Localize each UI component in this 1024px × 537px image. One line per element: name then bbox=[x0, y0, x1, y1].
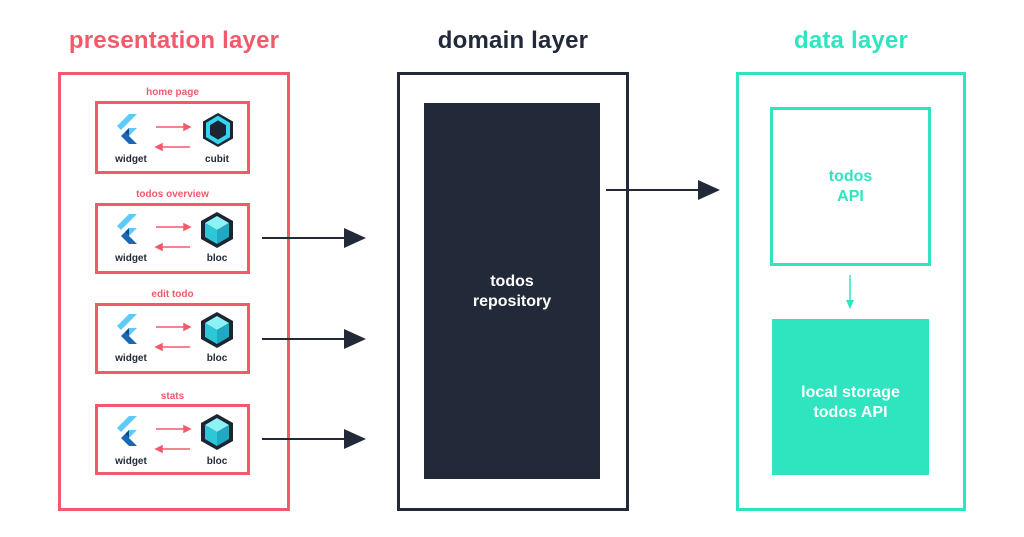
flutter-icon bbox=[117, 214, 137, 244]
widget-bloc-arrows bbox=[154, 222, 192, 252]
bloc-icon bbox=[201, 414, 233, 450]
domain-to-data-arrow bbox=[606, 180, 720, 200]
bloc-caption: bloc bbox=[206, 353, 228, 364]
data-layer-title: data layer bbox=[793, 27, 909, 54]
cubit-icon bbox=[201, 111, 235, 149]
todos-api-label-line2: API bbox=[837, 188, 864, 205]
bloc-caption: bloc bbox=[206, 456, 228, 467]
local-storage-label-line2: todos API bbox=[813, 404, 888, 421]
flutter-icon bbox=[117, 314, 137, 344]
flutter-icon bbox=[117, 416, 137, 446]
local-storage-label-line1: local storage bbox=[801, 384, 900, 401]
presentation-to-domain-arrow bbox=[262, 429, 366, 449]
api-to-local-storage-arrow bbox=[846, 275, 854, 309]
todos-api-box bbox=[770, 107, 931, 266]
presentation-layer-panel bbox=[58, 72, 290, 511]
feature-label-stats: stats bbox=[160, 391, 185, 402]
cubit-caption: cubit bbox=[205, 154, 229, 165]
feature-label-edit-todo: edit todo bbox=[151, 289, 194, 300]
bloc-caption: bloc bbox=[206, 253, 228, 264]
feature-box-home-page bbox=[95, 101, 250, 174]
widget-caption: widget bbox=[115, 353, 147, 364]
widget-caption: widget bbox=[115, 456, 147, 467]
widget-caption: widget bbox=[115, 253, 147, 264]
presentation-to-domain-arrow bbox=[262, 228, 366, 248]
bloc-icon bbox=[201, 212, 233, 248]
domain-layer-panel bbox=[397, 72, 629, 511]
feature-box-todos-overview bbox=[95, 203, 250, 274]
bloc-icon bbox=[201, 312, 233, 348]
widget-bloc-arrows bbox=[154, 322, 192, 352]
todos-repository-block bbox=[424, 103, 600, 479]
feature-box-edit-todo bbox=[95, 303, 250, 374]
todos-api-label-line1: todos bbox=[828, 168, 873, 185]
widget-cubit-arrows bbox=[154, 122, 192, 152]
widget-caption: widget bbox=[115, 154, 147, 165]
feature-label-todos-overview: todos overview bbox=[136, 189, 209, 200]
local-storage-todos-api-block bbox=[772, 319, 929, 475]
presentation-layer-title: presentation layer bbox=[68, 27, 280, 54]
flutter-icon bbox=[117, 114, 137, 144]
widget-bloc-arrows bbox=[154, 424, 192, 454]
domain-layer-title: domain layer bbox=[437, 27, 589, 54]
data-layer-panel bbox=[736, 72, 966, 511]
todos-repository-label-line2: repository bbox=[472, 293, 552, 310]
feature-box-stats bbox=[95, 404, 250, 475]
todos-repository-label-line1: todos bbox=[490, 273, 534, 290]
feature-label-home-page: home page bbox=[146, 87, 199, 98]
presentation-to-domain-arrow bbox=[262, 329, 366, 349]
